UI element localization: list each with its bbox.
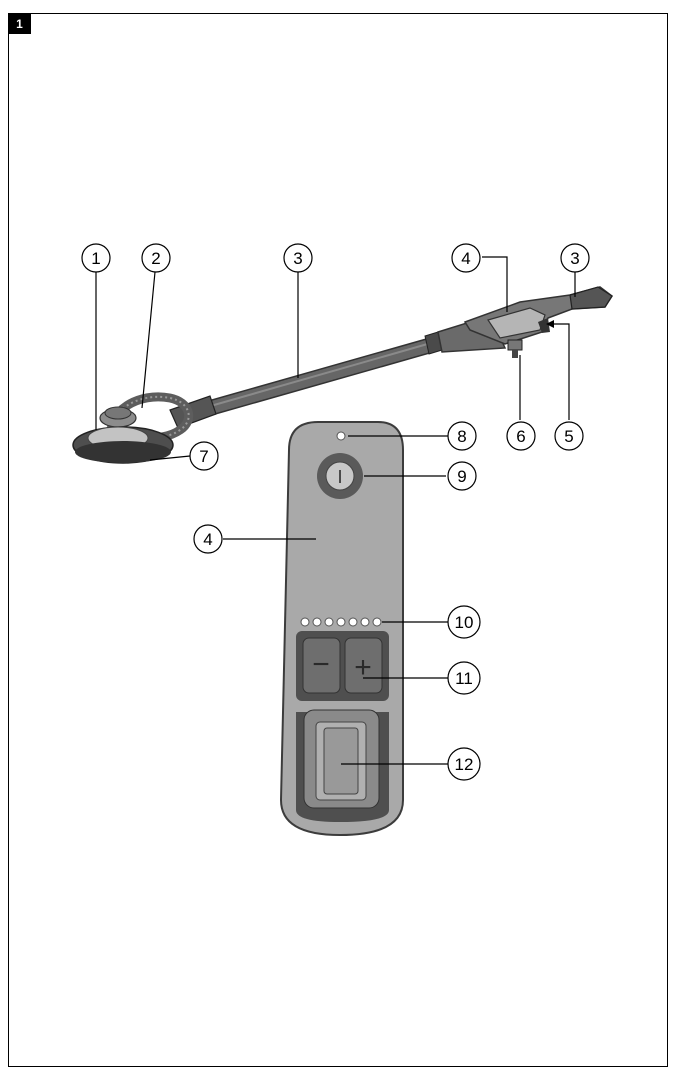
speed-plus-button[interactable]: [344, 637, 383, 694]
callout-9: 9: [447, 461, 477, 491]
extension-tube: [204, 337, 434, 417]
switch-arrow: [546, 320, 554, 328]
figure-frame: [8, 13, 668, 1067]
svg-text:3: 3: [570, 249, 579, 268]
plus-symbol: +: [354, 651, 372, 684]
svg-text:5: 5: [564, 427, 573, 446]
speed-led: [372, 617, 382, 627]
callout-5: 5: [554, 421, 584, 451]
callout-2: 2: [141, 243, 171, 273]
callout-10: 10: [447, 605, 481, 639]
svg-text:11: 11: [455, 669, 473, 688]
callout-12: 12: [447, 747, 481, 781]
callout-7: 7: [189, 441, 219, 471]
leader-lines: [95, 256, 576, 765]
callout-3-tube: 3: [283, 243, 313, 273]
end-grip: [569, 286, 613, 310]
speed-led: [300, 617, 310, 627]
speed-led: [312, 617, 322, 627]
drywall-sander: [72, 286, 614, 464]
svg-text:7: 7: [199, 447, 208, 466]
callout-8: 8: [447, 421, 477, 451]
svg-text:8: 8: [457, 427, 466, 446]
minus-symbol: −: [312, 648, 330, 681]
control-panel: I − +: [279, 421, 404, 837]
suction-connector: [507, 339, 523, 351]
figure-number-badge: 1: [8, 13, 31, 34]
callout-4-handle: 4: [451, 243, 481, 273]
svg-text:2: 2: [151, 249, 160, 268]
sanding-disc: [75, 441, 171, 463]
speed-led: [348, 617, 358, 627]
callout-4-panel: 4: [193, 524, 223, 554]
speed-indicator-leds: [300, 617, 382, 627]
callout-11: 11: [447, 661, 481, 695]
svg-text:3: 3: [293, 249, 302, 268]
speed-minus-button[interactable]: [302, 637, 341, 694]
svg-text:4: 4: [203, 530, 212, 549]
svg-text:6: 6: [516, 427, 525, 446]
svg-text:12: 12: [455, 755, 474, 774]
switch-trigger: [538, 318, 550, 333]
speed-led: [324, 617, 334, 627]
status-indicator: [336, 431, 346, 441]
svg-text:9: 9: [457, 467, 466, 486]
svg-text:1: 1: [91, 249, 100, 268]
speed-led: [360, 617, 370, 627]
speed-led: [336, 617, 346, 627]
power-symbol: I: [337, 467, 342, 487]
callout-3-grip: 3: [560, 243, 590, 273]
svg-text:4: 4: [461, 249, 470, 268]
callout-1: 1: [81, 243, 111, 273]
callout-6: 6: [506, 421, 536, 451]
svg-text:10: 10: [455, 613, 474, 632]
